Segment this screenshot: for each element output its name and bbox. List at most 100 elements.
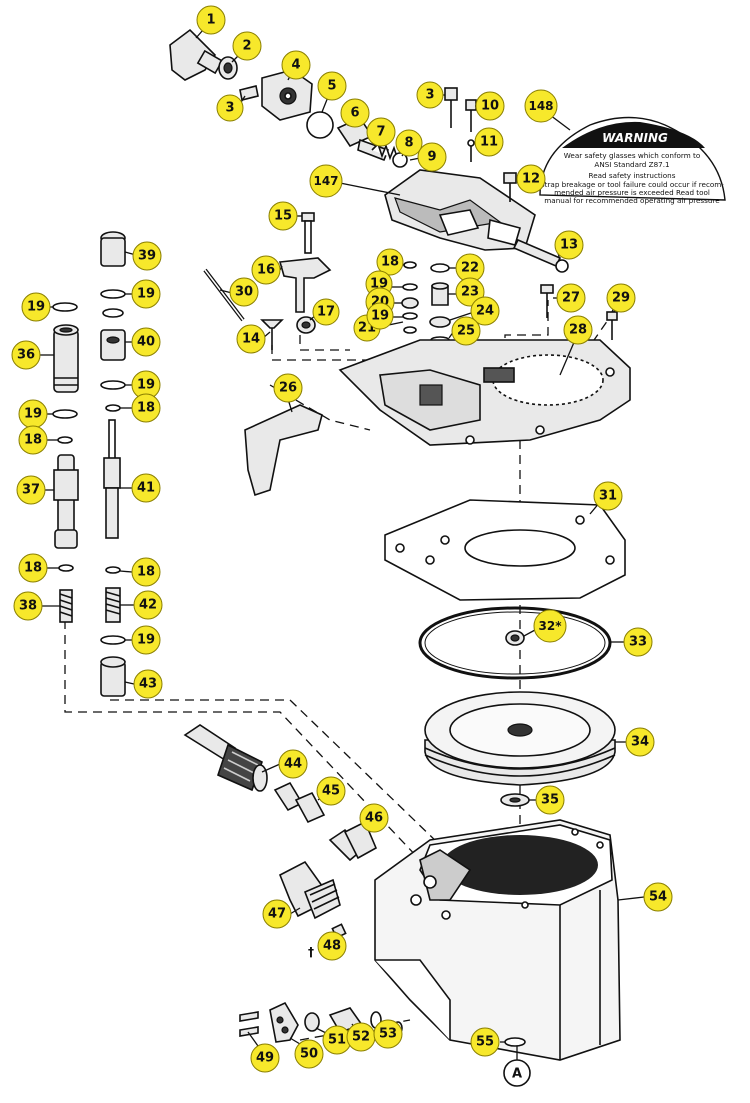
- callout-13: 13: [554, 230, 584, 260]
- callout-37: 37: [16, 475, 46, 505]
- svg-text:19: 19: [24, 407, 42, 422]
- callout-45: 45: [316, 776, 346, 806]
- callout-9: 9: [417, 142, 447, 172]
- callout-31: 31: [593, 481, 623, 511]
- svg-text:29: 29: [612, 291, 630, 306]
- callout-55: 55: [470, 1027, 500, 1057]
- o-ring-33: [418, 606, 612, 680]
- callout-33: 33: [623, 627, 653, 657]
- callout-18-center-bottom: 18: [131, 557, 161, 587]
- warning-line-5: mended air pressure is exceeded Read too…: [554, 188, 710, 197]
- svg-text:43: 43: [139, 677, 157, 692]
- callout-19-left: 19: [21, 292, 51, 322]
- callout-18-left-top: 18: [18, 425, 48, 455]
- svg-text:42: 42: [139, 598, 157, 613]
- lever-26: [244, 404, 323, 497]
- callout-35: 35: [535, 785, 565, 815]
- coupler-44: [183, 724, 268, 792]
- svg-text:55: 55: [476, 1035, 494, 1050]
- svg-text:19: 19: [371, 309, 389, 324]
- screw-29: [606, 311, 618, 340]
- disc: [306, 111, 334, 139]
- screw-14: [260, 319, 284, 350]
- nut: [218, 56, 238, 80]
- svg-text:3: 3: [425, 88, 434, 103]
- svg-text:39: 39: [138, 249, 156, 264]
- svg-text:36: 36: [17, 348, 35, 363]
- callout-15: 15: [268, 201, 298, 231]
- svg-text:53: 53: [379, 1027, 397, 1042]
- callout-42: 42: [133, 590, 163, 620]
- warning-line-2: ANSI Standard Z87.1: [594, 160, 669, 169]
- svg-text:1: 1: [206, 13, 215, 28]
- svg-text:5: 5: [327, 79, 336, 94]
- callout-52: 52: [346, 1022, 376, 1052]
- callout-39: 39: [132, 241, 162, 271]
- callout-11: 11: [474, 127, 504, 157]
- svg-text:18: 18: [381, 255, 399, 270]
- svg-text:10: 10: [481, 99, 499, 114]
- main-housing: [374, 819, 621, 1061]
- svg-text:37: 37: [22, 483, 40, 498]
- callout-43: 43: [133, 669, 163, 699]
- svg-text:27: 27: [562, 291, 580, 306]
- knob-17: [296, 316, 316, 334]
- washer-35: [500, 793, 530, 807]
- svg-text:4: 4: [291, 58, 300, 73]
- warning-line-1: Wear safety glasses which conform to: [564, 151, 701, 160]
- callout-40: 40: [131, 327, 161, 357]
- callout-30: 30: [229, 277, 259, 307]
- callout-19-center-bottom: 19: [131, 625, 161, 655]
- svg-text:26: 26: [279, 381, 297, 396]
- callout-29: 29: [606, 283, 636, 313]
- callout-28: 28: [563, 315, 593, 345]
- svg-text:31: 31: [599, 489, 617, 504]
- svg-text:23: 23: [461, 285, 479, 300]
- dagger-mark: †: [308, 945, 314, 959]
- callout-18: 18: [376, 248, 404, 276]
- svg-text:41: 41: [137, 481, 155, 496]
- svg-text:18: 18: [137, 565, 155, 580]
- valve-block: [261, 69, 313, 121]
- svg-text:25: 25: [457, 324, 475, 339]
- callout-4: 4: [281, 50, 311, 80]
- callouts: 1 2 3 4 5 6 7 8 9 3 10 11 12 148 147 13 …: [11, 5, 673, 1073]
- svg-text:44: 44: [284, 757, 302, 772]
- callout-6: 6: [340, 98, 370, 128]
- center-valve-column: [100, 231, 126, 697]
- svg-text:19: 19: [137, 287, 155, 302]
- svg-text:50: 50: [300, 1047, 318, 1062]
- svg-text:32*: 32*: [539, 619, 563, 633]
- callout-26: 26: [273, 373, 303, 403]
- callout-38: 38: [13, 591, 43, 621]
- callout-51: 51: [322, 1025, 352, 1055]
- svg-text:19: 19: [27, 300, 45, 315]
- svg-text:147: 147: [313, 174, 338, 188]
- rod-30: [203, 268, 245, 322]
- svg-text:19: 19: [137, 378, 155, 393]
- svg-text:48: 48: [323, 939, 341, 954]
- callout-48: 48: [317, 931, 347, 961]
- callout-10: 10: [475, 91, 505, 121]
- svg-text:12: 12: [522, 172, 540, 187]
- svg-text:47: 47: [268, 907, 286, 922]
- callout-19-seals-bottom: 19: [366, 302, 394, 330]
- svg-text:19: 19: [370, 277, 388, 292]
- screw-small: [239, 85, 259, 101]
- reference-marker: A: [503, 1046, 531, 1087]
- callout-36: 36: [11, 340, 41, 370]
- screw-27: [540, 284, 554, 318]
- left-valve-column: [52, 302, 79, 623]
- callout-34: 34: [625, 727, 655, 757]
- callout-27: 27: [556, 283, 586, 313]
- callout-17: 17: [312, 298, 340, 326]
- nut-32: [505, 630, 525, 646]
- svg-text:14: 14: [242, 332, 260, 347]
- warning-heading: WARNING: [602, 131, 668, 145]
- svg-text:7: 7: [376, 125, 385, 140]
- svg-text:30: 30: [235, 285, 253, 300]
- svg-text:8: 8: [404, 136, 413, 151]
- top-plate: [338, 339, 631, 446]
- callout-32: 32*: [533, 609, 567, 643]
- svg-text:18: 18: [24, 561, 42, 576]
